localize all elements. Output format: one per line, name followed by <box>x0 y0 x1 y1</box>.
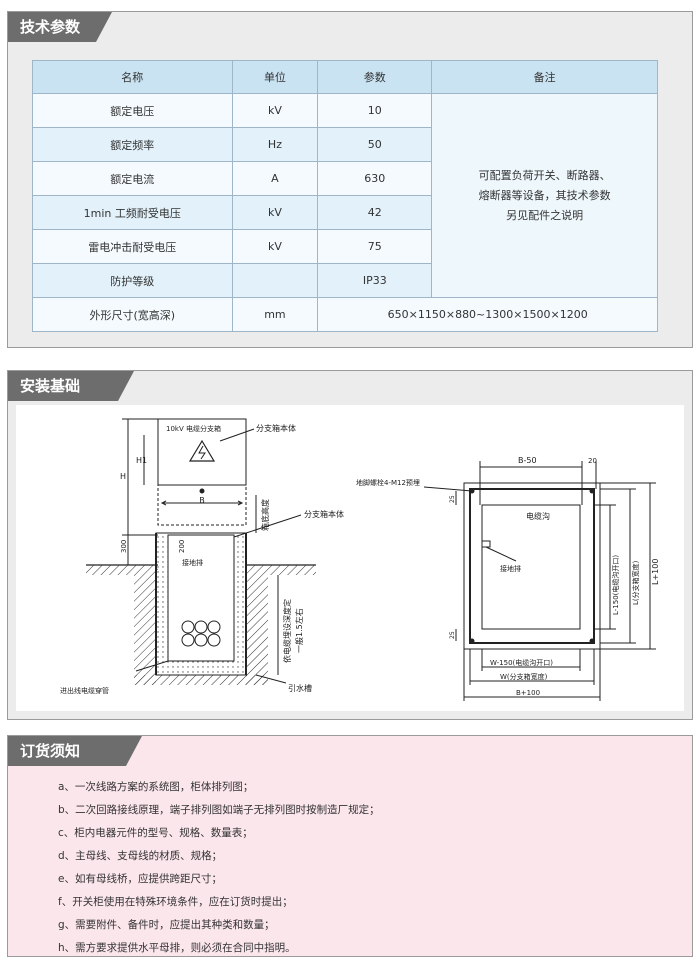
cell-unit: kV <box>231 93 319 128</box>
tech-params-title: 技术参数 <box>8 12 112 42</box>
note-line: 另见配件之说明 <box>506 208 584 222</box>
dim-20: 20 <box>588 457 597 465</box>
cell-unit: kV <box>231 195 319 230</box>
cell-name: 雷电冲击耐受电压 <box>32 229 233 264</box>
spec-header-row: 名称 单位 参数 备注 <box>32 60 658 94</box>
cell-param: 75 <box>317 229 433 264</box>
list-item: f、开关柜使用在特殊环境条件，应在订货时提出； <box>58 896 293 908</box>
install-section: 安装基础 <box>7 370 693 720</box>
order-notes-list: a、一次线路方案的系统图，柜体排列图； b、二次回路接线原理，端子排列图如端子无… <box>58 776 380 960</box>
order-notes-section: 订货须知 a、一次线路方案的系统图，柜体排列图； b、二次回路接线原理，端子排列… <box>7 735 693 957</box>
order-notes-title: 订货须知 <box>8 736 142 766</box>
table-row: 额定频率 Hz 50 <box>32 127 658 162</box>
dim-300: 300 <box>120 540 128 553</box>
note-line: 可配置负荷开关、断路器、 <box>478 168 611 182</box>
spec-table: 名称 单位 参数 备注 额定电压 kV 10 可配置负荷开关、断路器、 熔断器等… <box>32 60 658 332</box>
list-item: a、一次线路方案的系统图，柜体排列图； <box>58 781 254 793</box>
cell-name: 防护等级 <box>32 263 233 298</box>
dim-25-bottom: 25 <box>449 631 456 639</box>
depth-label: 依电缆埋设深度定 <box>282 599 292 663</box>
tech-params-header: 技术参数 <box>8 12 692 48</box>
dim-w: W(分支箱宽度) <box>500 672 548 681</box>
note-line: 熔断器等设备，其技术参数 <box>478 188 611 202</box>
dim-w150: W-150(电缆沟开口) <box>490 658 553 667</box>
cell-param: 50 <box>317 127 433 162</box>
cable-trench-outline <box>481 504 581 630</box>
cell-param: 42 <box>317 195 433 230</box>
right-plan-drawing <box>423 461 656 701</box>
ground-bar-label: 接地排 <box>182 558 203 567</box>
cell-note: 可配置负荷开关、断路器、 熔断器等设备，其技术参数 另见配件之说明 <box>431 93 658 298</box>
bolt-label: 地脚螺栓4-M12预埋 <box>356 478 420 487</box>
cell-name: 额定电流 <box>32 161 233 196</box>
outer-foundation-outline <box>463 482 601 650</box>
dim-b50: B-50 <box>518 456 537 465</box>
dim-h: H <box>120 472 126 481</box>
dim-25-top: 25 <box>449 495 456 503</box>
depth-label-2: 一般1.5左右 <box>294 608 304 653</box>
col-header-unit: 单位 <box>231 60 319 94</box>
col-header-name: 名称 <box>32 60 233 94</box>
branch-box-plan-outline <box>469 488 595 644</box>
branch-box-outline <box>157 418 247 486</box>
ground-bar-label-right: 接地排 <box>500 564 521 573</box>
cell-unit: Hz <box>231 127 319 162</box>
dim-b100: B+100 <box>516 689 540 697</box>
dim-b-left: B <box>199 496 205 505</box>
dim-l100: L+100 <box>651 559 660 585</box>
dim-l150: L-150(电缆沟开口) <box>611 555 620 615</box>
col-header-note: 备注 <box>431 60 658 94</box>
pipe-label: 进出线电缆穿管 <box>60 686 109 695</box>
warning-icon <box>188 439 216 462</box>
cell-unit: mm <box>231 297 319 332</box>
dim-l: L(分支箱宽度) <box>631 560 640 605</box>
tech-params-section: 技术参数 名称 单位 参数 备注 额定电压 kV 10 可配置负荷开关、断路器、… <box>7 11 693 348</box>
cell-name: 外形尺寸(宽高深) <box>32 297 233 332</box>
body-label-mid: 分支箱本体 <box>304 509 344 519</box>
table-row: 额定电流 A 630 <box>32 161 658 196</box>
left-elevation-drawing <box>86 418 316 685</box>
body-label-top: 分支箱本体 <box>256 423 296 433</box>
cell-name: 额定频率 <box>32 127 233 162</box>
list-item: h、需方要求提供水平母排，则必须在合同中指明。 <box>58 942 296 954</box>
col-header-param: 参数 <box>317 60 433 94</box>
install-header: 安装基础 <box>8 371 692 407</box>
cell-size-value: 650×1150×880~1300×1500×1200 <box>317 297 658 332</box>
table-row: 额定电压 kV 10 可配置负荷开关、断路器、 熔断器等设备，其技术参数 另见配… <box>32 93 658 298</box>
box-base-outline <box>157 484 247 526</box>
list-item: c、柜内电器元件的型号、规格、数量表； <box>58 827 253 839</box>
cell-param: 630 <box>317 161 433 196</box>
center-dot <box>199 488 205 494</box>
cell-name: 额定电压 <box>32 93 233 128</box>
box-height-label: 箱底高度 <box>260 499 270 531</box>
box-label: 10kV 电缆分支箱 <box>166 424 221 433</box>
lightning-icon <box>198 445 206 460</box>
install-diagram-svg: 10kV 电缆分支箱 分支箱本体 分支箱本体 接地排 进出线电缆穿管 引水槽 B… <box>60 418 660 701</box>
cell-param: IP33 <box>317 263 433 298</box>
order-notes-header: 订货须知 <box>8 736 692 772</box>
list-item: e、如有母线桥，应提供跨距尺寸； <box>58 873 222 885</box>
cell-unit: kV <box>231 229 319 264</box>
list-item: g、需要附件、备件时，应提出其种类和数量； <box>58 919 275 931</box>
install-diagram: 10kV 电缆分支箱 分支箱本体 分支箱本体 接地排 进出线电缆穿管 引水槽 B… <box>16 405 684 711</box>
cell-param: 10 <box>317 93 433 128</box>
dim-h1: H1 <box>136 456 147 465</box>
table-row: 外形尺寸(宽高深) mm 650×1150×880~1300×1500×1200 <box>32 297 658 332</box>
list-item: b、二次回路接线原理，端子排列图如端子无排列图时按制造厂规定； <box>58 804 380 816</box>
list-item: d、主母线、支母线的材质、规格； <box>58 850 223 862</box>
cell-unit: A <box>231 161 319 196</box>
install-title: 安装基础 <box>8 371 134 401</box>
cell-name: 1min 工频耐受电压 <box>32 195 233 230</box>
drain-label: 引水槽 <box>288 683 312 693</box>
cell-unit <box>231 263 319 298</box>
dim-200: 200 <box>178 540 186 553</box>
trench-label: 电缆沟 <box>526 511 550 521</box>
